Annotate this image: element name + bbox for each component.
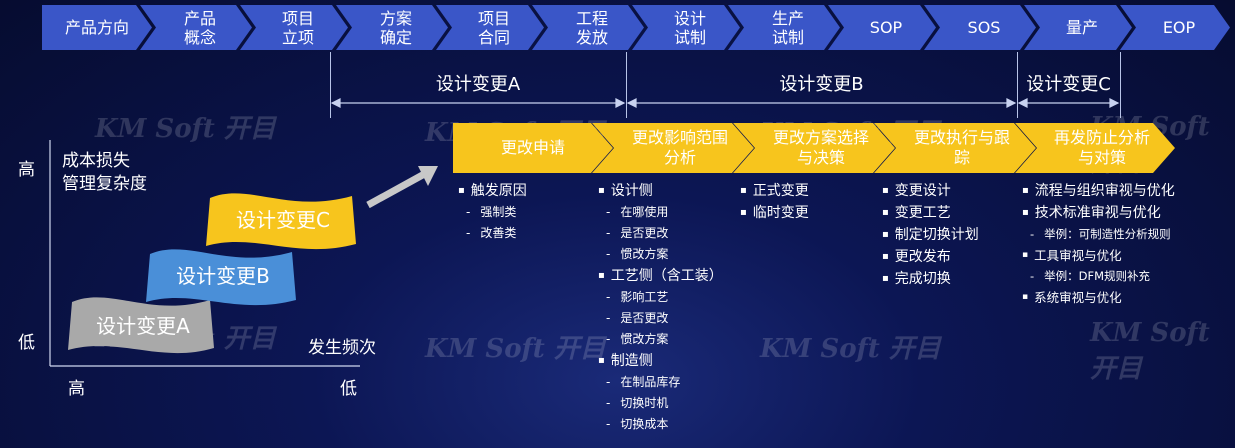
range-divider — [330, 52, 331, 118]
column-impact: 设计侧 在哪使用 是否更改 惯改方案 工艺侧（含工装） 影响工艺 是否更改 惯改… — [598, 180, 723, 435]
column-prevention: 流程与组织审视与优化 技术标准审视与优化 举例：可制造性分析规则 工具审视与优化… — [1022, 180, 1175, 308]
list-item: 强制类 — [458, 202, 527, 223]
x-axis-low: 低 — [340, 379, 357, 399]
timeline-step: SOP — [828, 5, 936, 50]
timeline-step: 项目合同 — [436, 5, 544, 50]
list-heading: 系统审视与优化 — [1022, 287, 1175, 308]
banner-change-a: 设计变更A — [96, 314, 190, 338]
list-heading: 更改发布 — [882, 246, 979, 268]
list-item: 切换时机 — [598, 393, 723, 414]
timeline-step: 项目立项 — [240, 5, 348, 50]
column-execution: 变更设计 变更工艺 制定切换计划 更改发布 完成切换 — [882, 180, 979, 290]
timeline-step: SOS — [924, 5, 1036, 50]
list-item: 举例：DFM规则补充 — [1022, 266, 1175, 287]
range-divider — [1120, 52, 1121, 118]
list-item: 改善类 — [458, 223, 527, 244]
chevron-step: 更改方案选择与决策 — [733, 123, 895, 173]
list-item: 影响工艺 — [598, 287, 723, 308]
list-item: 在哪使用 — [598, 202, 723, 223]
range-divider — [626, 52, 627, 118]
list-heading: 设计侧 — [598, 180, 723, 202]
timeline-step: 方案确定 — [336, 5, 448, 50]
list-heading: 技术标准审视与优化 — [1022, 202, 1175, 224]
list-heading: 流程与组织审视与优化 — [1022, 180, 1175, 202]
y-axis-title: 管理复杂度 — [62, 174, 147, 194]
column-decision: 正式变更 临时变更 — [740, 180, 809, 224]
y-axis-title: 成本损失 — [62, 151, 130, 171]
list-heading: 触发原因 — [458, 180, 527, 202]
list-item: 惯改方案 — [598, 329, 723, 350]
chevron-step: 再发防止分析与对策 — [1015, 123, 1175, 173]
y-axis-low: 低 — [18, 333, 35, 353]
frequency-cost-axes — [49, 140, 438, 367]
list-heading: 工具审视与优化 — [1022, 245, 1175, 266]
list-item: 在制品库存 — [598, 372, 723, 393]
list-heading: 变更工艺 — [882, 202, 979, 224]
range-divider — [1017, 52, 1018, 118]
timeline-step: 量产 — [1024, 5, 1132, 50]
banner-change-c: 设计变更C — [236, 208, 330, 232]
x-axis-high: 高 — [68, 379, 85, 399]
list-heading: 变更设计 — [882, 180, 979, 202]
list-heading: 工艺侧（含工装） — [598, 265, 723, 287]
list-heading: 正式变更 — [740, 180, 809, 202]
timeline-step: EOP — [1120, 5, 1230, 50]
chevron-step: 更改申请 — [453, 123, 613, 173]
timeline-step: 产品概念 — [140, 5, 252, 50]
watermark-logo: KM Soft 开目 — [760, 334, 941, 364]
list-item: 切换成本 — [598, 414, 723, 435]
watermark-logo: KM Soft 开目 — [425, 334, 606, 364]
column-request: 触发原因 强制类 改善类 — [458, 180, 527, 244]
timeline-step: 工程发放 — [532, 5, 644, 50]
banner-change-b: 设计变更B — [176, 264, 270, 288]
timeline-step: 生产试制 — [728, 5, 840, 50]
list-item: 惯改方案 — [598, 244, 723, 265]
chevron-step: 更改影响范围分析 — [592, 123, 754, 173]
list-item: 是否更改 — [598, 308, 723, 329]
list-heading: 制定切换计划 — [882, 224, 979, 246]
range-label: 设计变更C — [1026, 74, 1111, 95]
watermark-logo: KM Soft 开目 — [95, 114, 276, 144]
range-label: 设计变更B — [779, 74, 864, 95]
list-item: 是否更改 — [598, 223, 723, 244]
y-axis-high: 高 — [18, 160, 35, 180]
timeline-step: 设计试制 — [632, 5, 740, 50]
list-heading: 制造侧 — [598, 350, 723, 372]
timeline-step: 产品方向 — [42, 5, 152, 50]
range-label: 设计变更A — [435, 74, 521, 95]
list-heading: 临时变更 — [740, 202, 809, 224]
x-axis-title: 发生频次 — [308, 338, 376, 358]
list-item: 举例：可制造性分析规则 — [1022, 224, 1175, 245]
watermark-logo: KM Soft 开目 — [1090, 318, 1210, 384]
list-heading: 完成切换 — [882, 268, 979, 290]
chevron-step: 更改执行与跟踪 — [874, 123, 1036, 173]
